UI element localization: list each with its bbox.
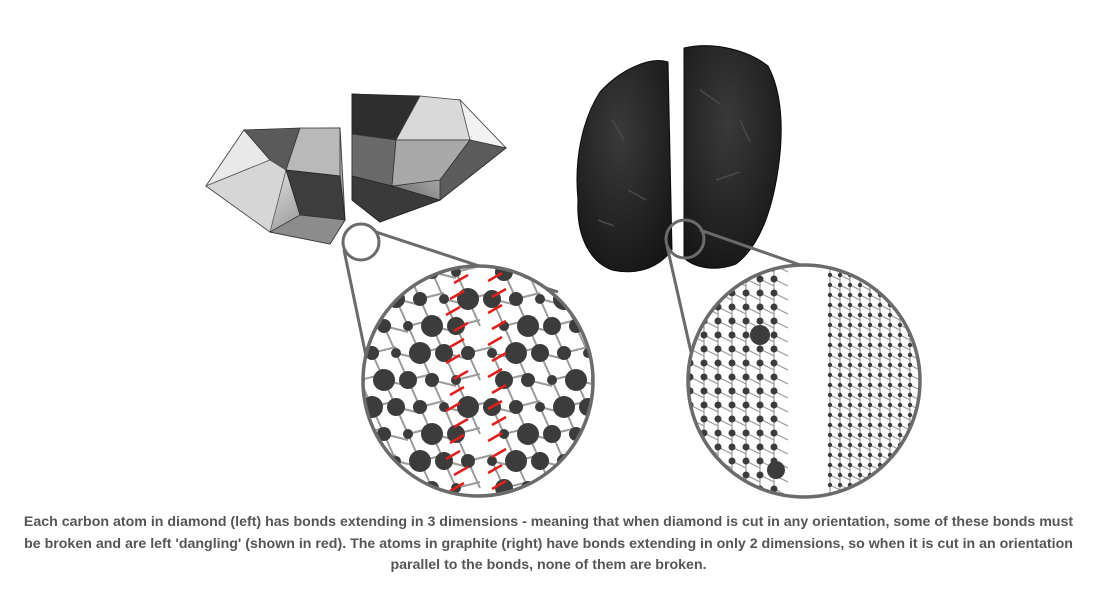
graphite-lattice-lens — [686, 263, 922, 499]
diamond-lattice-lens — [361, 264, 595, 498]
graphite-rock-illustration — [576, 45, 782, 273]
diamond-graphite-figure — [204, 45, 922, 499]
figure-caption: Each carbon atom in diamond (left) has b… — [23, 514, 1074, 573]
dangling-bonds — [445, 271, 507, 493]
diamond-gem-illustration — [204, 93, 508, 245]
